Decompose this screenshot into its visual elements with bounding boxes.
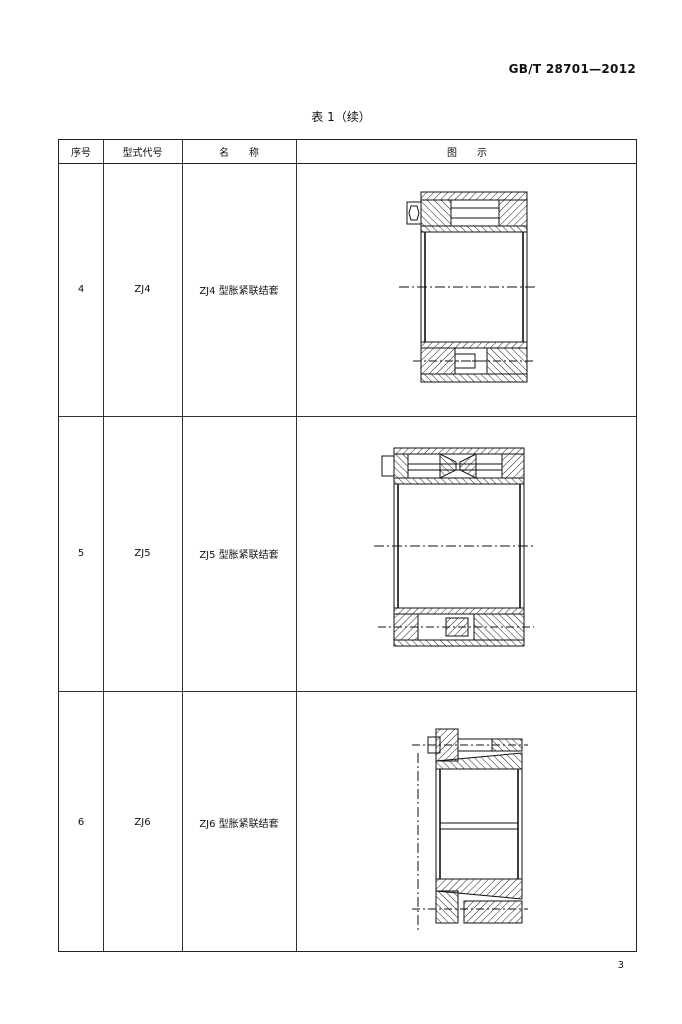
zj4-cross-section-drawing (399, 191, 537, 383)
row-name: ZJ4 型胀紧联结套 (199, 286, 279, 297)
row-code: ZJ6 (134, 816, 151, 828)
page-number: 3 (617, 960, 624, 971)
row-divider (59, 416, 636, 417)
row-code: ZJ4 (134, 284, 151, 295)
spec-table: 序号 型式代号 名 称 图 示 4 ZJ4 ZJ4 型胀紧联结套 5 ZJ5 Z… (58, 139, 637, 952)
zj5-cross-section-drawing (374, 447, 534, 647)
row-number: 6 (77, 816, 85, 828)
column-header-no: 序号 (71, 148, 91, 159)
row-name: ZJ5 型胀紧联结套 (199, 550, 279, 561)
standard-number: GB/T 28701—2012 (508, 62, 636, 76)
column-header-drawing: 图 示 (447, 148, 487, 159)
column-divider (103, 140, 104, 951)
column-divider (296, 140, 297, 951)
zj6-cross-section-drawing (412, 728, 528, 933)
table-caption: 表 1（续） (311, 110, 371, 124)
header-divider (59, 163, 636, 164)
row-name: ZJ6 型胀紧联结套 (199, 818, 279, 830)
row-divider (59, 691, 636, 692)
row-number: 4 (77, 284, 85, 295)
column-header-name: 名 称 (219, 148, 259, 159)
row-number: 5 (77, 548, 85, 559)
column-divider (182, 140, 183, 951)
column-header-code: 型式代号 (122, 148, 163, 159)
row-code: ZJ5 (134, 548, 151, 559)
